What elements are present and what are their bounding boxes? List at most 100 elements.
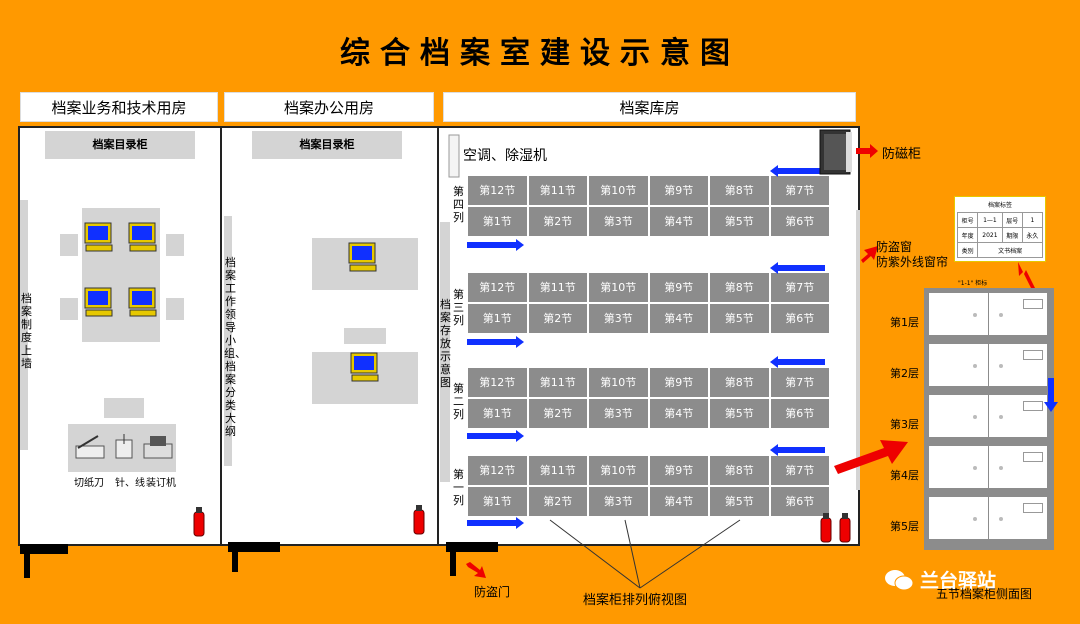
shelf-section: 第8节: [709, 175, 770, 206]
shelf-section: 第8节: [709, 367, 770, 398]
shelf-section: 第12节: [467, 175, 528, 206]
chair: [104, 398, 144, 418]
handle-dot: [973, 364, 977, 368]
shelf-section: 第5节: [709, 398, 770, 429]
shelf-section: 第10节: [588, 455, 649, 486]
door-bar: [228, 542, 280, 552]
card-table: 柜号 1—1 层号 1 年度 2021 期限 永久 类别 文书档案: [956, 212, 1044, 258]
shelf-section: 第1节: [467, 486, 528, 517]
watermark: 兰台驿站: [920, 570, 997, 592]
shelf-section: 第5节: [709, 303, 770, 334]
blue-arrow: [467, 336, 524, 348]
page-title: 综合档案室建设示意图: [340, 36, 740, 71]
fire-extinguisher-icon: [193, 507, 205, 537]
shelf-section: 第2节: [527, 398, 588, 429]
shelf-section: 第8节: [709, 272, 770, 303]
shelf-section: 第4节: [648, 398, 709, 429]
shelf-section: 第12节: [467, 367, 528, 398]
tool-label: 切纸刀: [74, 478, 104, 489]
shelf-section: 第9节: [648, 272, 709, 303]
arrow-icon: [1018, 262, 1036, 292]
blue-arrow: [770, 444, 825, 456]
shelf-section: 第11节: [527, 175, 588, 206]
side-view-caption: 五节档案柜侧面图: [936, 587, 1033, 601]
shelf-tag: [1023, 350, 1043, 360]
header-office-room: 档案办公用房: [224, 92, 434, 122]
handle-dot: [973, 313, 977, 317]
tool-label: 针、线: [115, 478, 145, 489]
divider: [988, 293, 989, 335]
card-cell: 柜号: [956, 212, 979, 228]
door-bar: [24, 544, 30, 578]
handle-dot: [999, 364, 1003, 368]
cabinet-layer: [928, 394, 1048, 438]
arrow-icon: [1044, 402, 1058, 412]
cabinet-layer: [928, 343, 1048, 387]
chair: [166, 298, 184, 320]
paper-cutter-icon: [75, 435, 105, 459]
tool-label: 装订机: [146, 478, 176, 489]
ac-label: 空调、除湿机: [463, 148, 547, 164]
shelf-section: 第6节: [769, 398, 830, 429]
door-bar: [232, 542, 238, 572]
shelf-tag: [1023, 299, 1043, 309]
shelf-section: 第1节: [467, 206, 528, 237]
wall-board: [224, 216, 232, 466]
divider: [988, 497, 989, 539]
chair: [344, 328, 386, 344]
card-cell: 年度: [956, 227, 979, 243]
blue-arrow: [467, 430, 524, 442]
computer-icon: [84, 222, 113, 252]
divider: [988, 395, 989, 437]
card-cell: 1: [1021, 212, 1044, 228]
wall-board: [440, 222, 450, 482]
header-storage-room: 档案库房: [443, 92, 856, 122]
top-view-label: 档案柜排列俯视图: [583, 593, 688, 608]
card-cell: 文书档案: [977, 242, 1043, 258]
shelf-section: 第12节: [467, 455, 528, 486]
chair: [60, 234, 78, 256]
layer-label: 第5层: [890, 520, 919, 533]
computer-icon: [128, 222, 157, 252]
archive-label-card: 档案标签 柜号 1—1 层号 1 年度 2021 期限 永久 类别 文书档案: [954, 196, 1046, 262]
shelf-section: 第6节: [769, 303, 830, 334]
blue-arrow: [770, 356, 825, 368]
handle-dot: [973, 415, 977, 419]
row-label: 第二列: [453, 382, 464, 421]
blue-arrow: [467, 239, 524, 251]
card-title: 档案标签: [987, 202, 1012, 209]
header-business-room: 档案业务和技术用房: [20, 92, 218, 122]
card-cell: 2021: [977, 227, 1003, 243]
shelf-section: 第1节: [467, 303, 528, 334]
blue-arrow: [467, 517, 524, 529]
magnetic-cabinet-label: 防磁柜: [882, 147, 922, 162]
card-cell: 层号: [1001, 212, 1023, 228]
handle-dot: [973, 517, 977, 521]
door-bar: [20, 544, 68, 554]
shelf-section: 第9节: [648, 455, 709, 486]
blue-arrow: [770, 262, 825, 274]
wall-board: [20, 200, 28, 450]
air-conditioner-icon: [448, 134, 460, 178]
layer-label: 第2层: [890, 367, 919, 380]
shelf-section: 第7节: [769, 175, 830, 206]
card-cell: 永久: [1021, 227, 1044, 243]
shelf-section: 第3节: [588, 398, 649, 429]
handle-dot: [999, 466, 1003, 470]
handle-dot: [999, 313, 1003, 317]
handle-dot: [973, 466, 977, 470]
shelf-section: 第11节: [527, 272, 588, 303]
shelf-section: 第6节: [769, 206, 830, 237]
cabinet-layer: [928, 445, 1048, 489]
divider: [988, 446, 989, 488]
catalog-cabinet: 档案目录柜: [45, 131, 195, 159]
row-label: 第三列: [453, 288, 464, 327]
divider: [988, 344, 989, 386]
blue-arrow: [770, 165, 825, 177]
handle-dot: [999, 517, 1003, 521]
chair: [60, 298, 78, 320]
shelf-section: 第3节: [588, 303, 649, 334]
row-label: 第一列: [453, 468, 464, 507]
needle-thread-icon: [115, 434, 133, 459]
door-bar: [450, 542, 456, 576]
